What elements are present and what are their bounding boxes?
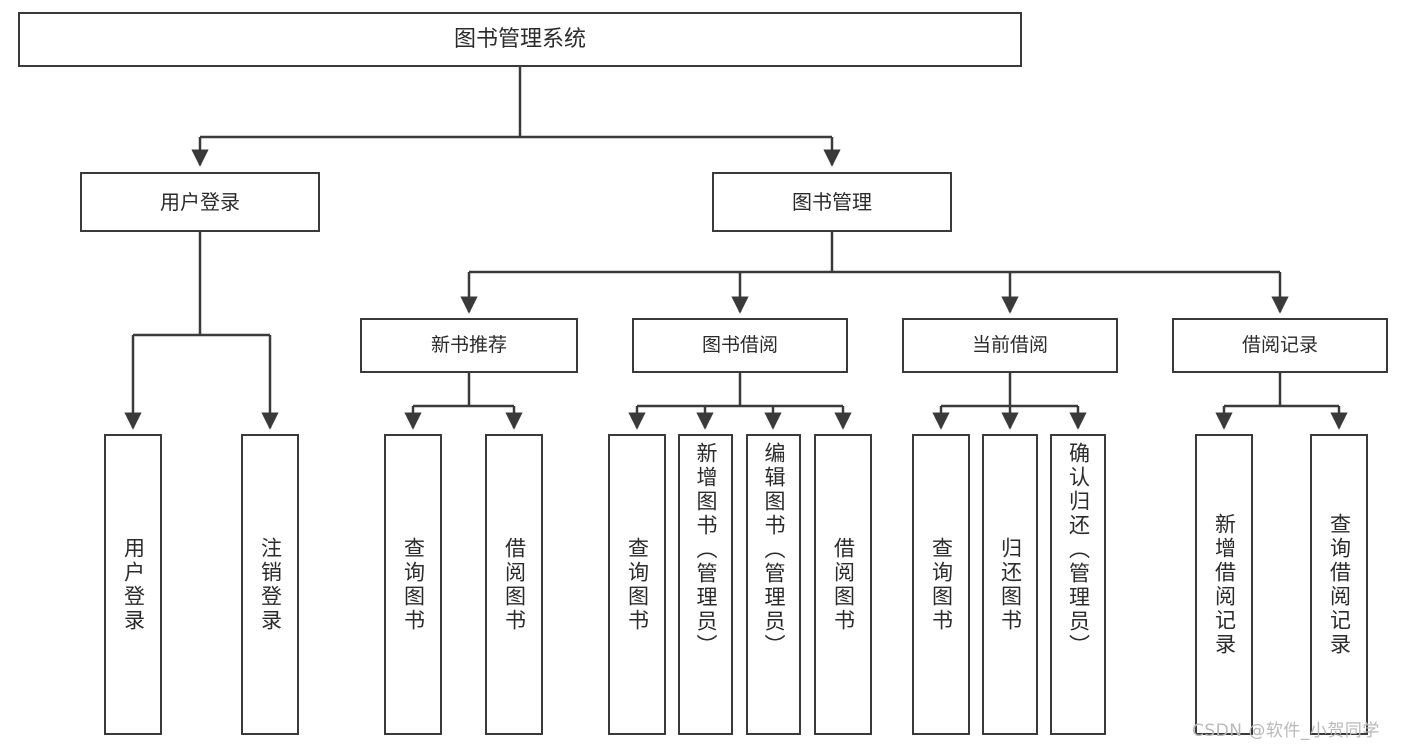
leaf-user-login[interactable]: 用户登录	[104, 434, 162, 735]
leaf-query-book-current[interactable]: 查询图书	[912, 434, 970, 735]
node-root-system[interactable]: 图书管理系统	[18, 12, 1022, 67]
leaf-query-borrow-record[interactable]: 查询借阅记录	[1310, 434, 1368, 735]
node-current-borrow[interactable]: 当前借阅	[902, 318, 1118, 373]
leaf-add-borrow-record[interactable]: 新增借阅记录	[1195, 434, 1253, 735]
leaf-add-book-admin[interactable]: 新增图书（管理员）	[678, 434, 733, 735]
leaf-confirm-return-admin[interactable]: 确认归还（管理员）	[1050, 434, 1106, 735]
node-book-management[interactable]: 图书管理	[712, 172, 952, 232]
leaf-query-book-recommend[interactable]: 查询图书	[384, 434, 442, 735]
node-new-book-recommend[interactable]: 新书推荐	[360, 318, 578, 373]
leaf-borrow-book[interactable]: 借阅图书	[814, 434, 872, 735]
leaf-borrow-book-recommend[interactable]: 借阅图书	[485, 434, 543, 735]
leaf-logout[interactable]: 注销登录	[241, 434, 299, 735]
leaf-return-book[interactable]: 归还图书	[982, 434, 1038, 735]
node-borrow-record[interactable]: 借阅记录	[1172, 318, 1388, 373]
node-book-borrow[interactable]: 图书借阅	[632, 318, 848, 373]
leaf-edit-book-admin[interactable]: 编辑图书（管理员）	[746, 434, 801, 735]
leaf-query-book-borrow[interactable]: 查询图书	[608, 434, 666, 735]
node-user-login[interactable]: 用户登录	[80, 172, 320, 232]
